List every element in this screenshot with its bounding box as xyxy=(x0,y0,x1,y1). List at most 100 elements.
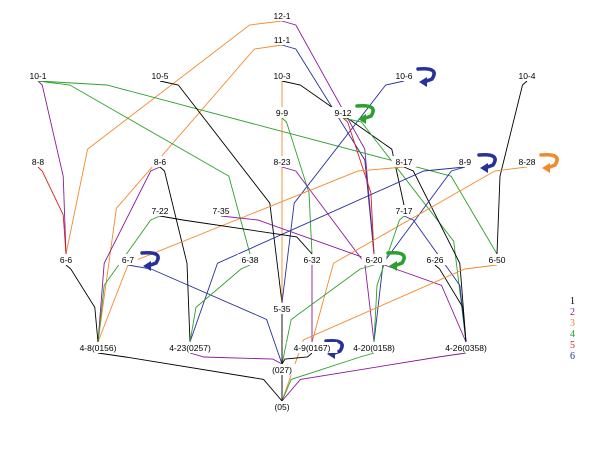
node-label-6-50: 6-50 xyxy=(488,255,505,265)
edge-6-6-to-4-8 xyxy=(65,264,99,343)
node-label-6-7: 6-7 xyxy=(122,255,135,265)
node-label-8-23: 8-23 xyxy=(273,157,290,167)
self-loop-4-9 xyxy=(324,338,344,356)
self-loop-arrowhead-9-12 xyxy=(358,114,366,124)
legend-label-1: 1 xyxy=(570,296,575,307)
node-label-027: (027) xyxy=(272,365,292,375)
edge-8-28-to-4-9 xyxy=(311,166,528,343)
self-loop-arrowhead-10-6 xyxy=(419,77,427,87)
edge-4-23-to-027 xyxy=(189,352,283,365)
edge-12-1-to-6-20 xyxy=(281,20,375,255)
node-label-11-1: 11-1 xyxy=(274,35,291,45)
edge-11-1-to-4-8 xyxy=(97,44,283,343)
node-label-6-32: 6-32 xyxy=(303,255,320,265)
node-label-4-26: 4-26(0358) xyxy=(445,343,487,353)
edge-6-20-to-027 xyxy=(281,264,375,365)
node-label-8-8: 8-8 xyxy=(32,157,45,167)
self-loop-arrowhead-6-20 xyxy=(389,261,397,271)
node-label-10-5: 10-5 xyxy=(151,71,168,81)
node-background-7-35 xyxy=(208,205,234,216)
edge-12-1-to-6-6 xyxy=(65,20,283,255)
node-background-6-7 xyxy=(118,254,138,265)
node-background-4-9 xyxy=(286,342,338,353)
node-background-10-5 xyxy=(147,70,173,81)
node-background-5-35 xyxy=(269,303,295,314)
edge-8-6-to-4-23 xyxy=(159,166,191,343)
node-background-7-17 xyxy=(391,205,417,216)
node-background-6-50 xyxy=(484,254,510,265)
node-label-7-22: 7-22 xyxy=(151,206,168,216)
self-loop-8-28 xyxy=(539,152,559,170)
node-label-12-1: 12-1 xyxy=(273,11,290,21)
legend-item-4: 4 xyxy=(570,329,584,340)
edge-4-26-to-05 xyxy=(281,352,467,402)
node-label-8-17: 8-17 xyxy=(395,157,412,167)
legend-label-5: 5 xyxy=(570,340,575,351)
edge-8-9-to-4-20 xyxy=(373,166,466,343)
edge-7-17-to-4-20 xyxy=(373,215,405,343)
edge-7-17-to-4-26 xyxy=(403,215,467,343)
edge-7-22-to-6-32 xyxy=(159,215,313,255)
edge-10-1-to-6-50 xyxy=(37,80,498,255)
node-background-6-20 xyxy=(361,254,387,265)
node-background-7-22 xyxy=(147,205,173,216)
node-background-4-23 xyxy=(162,342,218,353)
node-background-4-20 xyxy=(346,342,402,353)
edges-layer xyxy=(37,20,528,402)
node-background-05 xyxy=(269,401,295,412)
self-loop-10-6 xyxy=(416,66,436,84)
node-background-8-28 xyxy=(514,156,540,167)
node-background-11-1 xyxy=(269,34,295,45)
edge-7-35-to-4-26 xyxy=(220,215,467,343)
node-label-4-9: 4-9(0167) xyxy=(294,343,331,353)
edge-4-20-to-05 xyxy=(281,352,375,402)
edge-8-17-to-4-8 xyxy=(97,166,405,343)
edge-10-1-to-6-6 xyxy=(37,80,67,255)
legend-label-2: 2 xyxy=(570,307,575,318)
node-background-4-26 xyxy=(438,342,494,353)
node-label-10-3: 10-3 xyxy=(273,71,290,81)
node-background-9-9 xyxy=(272,107,292,118)
edge-9-12-to-6-20 xyxy=(342,117,375,255)
node-background-8-17 xyxy=(391,156,417,167)
node-label-7-35: 7-35 xyxy=(212,206,229,216)
edge-10-5-to-5-35 xyxy=(159,80,283,304)
legend: 1 2 3 4 5 6 xyxy=(570,296,584,362)
node-background-10-6 xyxy=(391,70,417,81)
edge-8-9-to-4-23 xyxy=(189,166,466,343)
node-label-6-38: 6-38 xyxy=(241,255,258,265)
legend-item-5: 5 xyxy=(570,340,584,351)
node-background-8-23 xyxy=(269,156,295,167)
edge-11-1-to-6-20 xyxy=(281,44,375,255)
edge-6-26-to-4-26 xyxy=(434,264,467,343)
legend-item-3: 3 xyxy=(570,318,584,329)
edge-6-7-to-027 xyxy=(127,264,283,365)
node-background-6-26 xyxy=(422,254,448,265)
node-background-6-32 xyxy=(299,254,325,265)
node-label-05: (05) xyxy=(274,402,289,412)
edge-8-6-to-4-8 xyxy=(97,166,161,343)
node-label-6-26: 6-26 xyxy=(426,255,443,265)
self-loop-6-7 xyxy=(140,250,160,268)
node-background-8-6 xyxy=(150,156,170,167)
legend-item-2: 2 xyxy=(570,307,584,318)
node-background-6-38 xyxy=(237,254,263,265)
edge-9-12-to-4-26 xyxy=(342,117,467,343)
edge-10-4-to-6-50 xyxy=(496,80,528,255)
node-label-6-20: 6-20 xyxy=(365,255,382,265)
node-label-4-8: 4-8(0156) xyxy=(80,343,117,353)
node-background-8-9 xyxy=(455,156,475,167)
node-label-10-1: 10-1 xyxy=(29,71,46,81)
node-label-6-6: 6-6 xyxy=(60,255,73,265)
node-label-9-9: 9-9 xyxy=(276,108,289,118)
node-background-12-1 xyxy=(269,10,295,21)
legend-label-4: 4 xyxy=(570,329,575,340)
node-label-5-35: 5-35 xyxy=(273,304,290,314)
node-label-10-6: 10-6 xyxy=(395,71,412,81)
self-loop-arrowhead-8-9 xyxy=(480,163,488,173)
edge-6-38-to-4-23 xyxy=(189,264,251,343)
node-label-4-20: 4-20(0158) xyxy=(353,343,395,353)
node-background-9-12 xyxy=(330,107,356,118)
